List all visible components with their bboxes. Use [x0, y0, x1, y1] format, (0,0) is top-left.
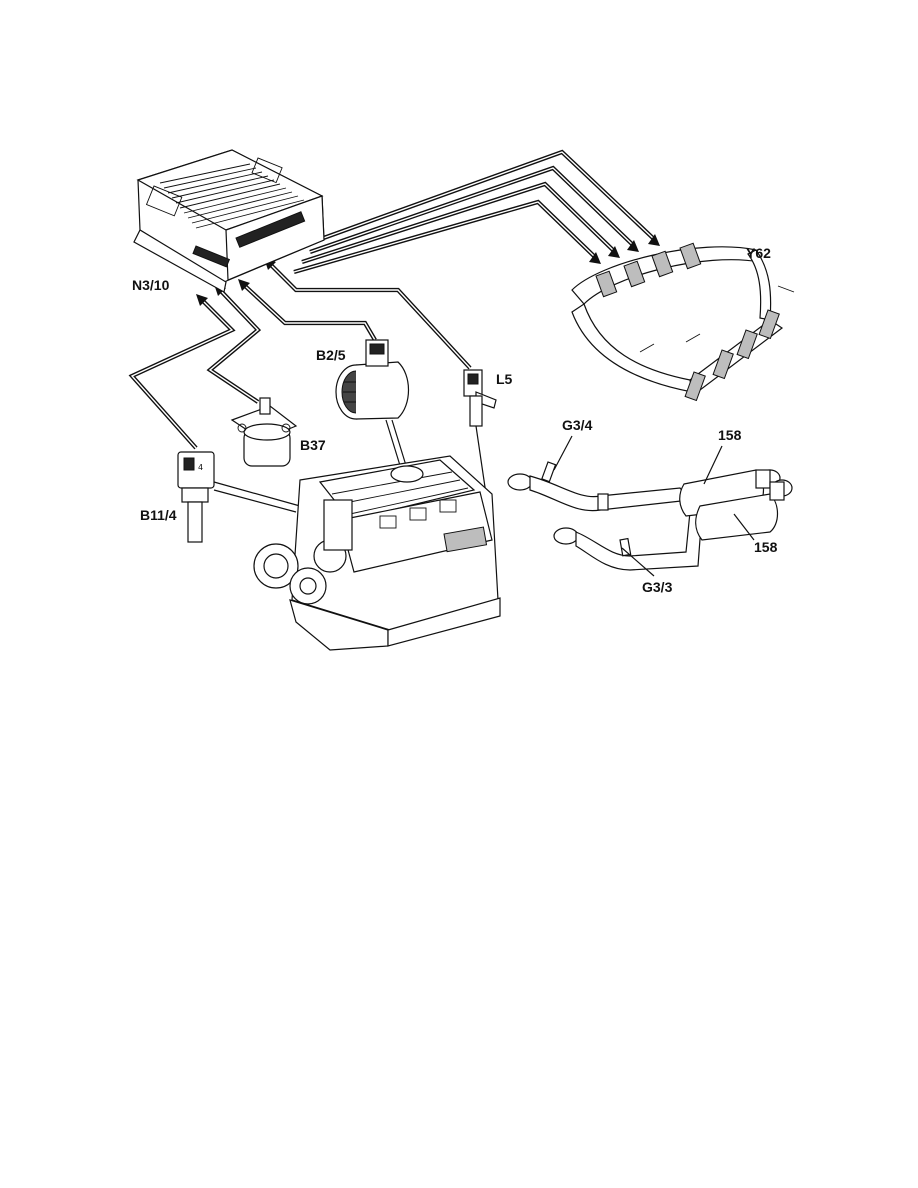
- component-labels: N3/10 Y62 B2/5 L5 B37 B11/4 G3/4 G3/3 15…: [132, 245, 778, 595]
- injector-rails: [571, 242, 795, 402]
- injectors-lower: [684, 309, 780, 402]
- label-n3-10: N3/10: [132, 277, 170, 293]
- label-g3-4: G3/4: [562, 417, 593, 433]
- pedal-sensor: [230, 397, 298, 467]
- label-b2-5: B2/5: [316, 347, 346, 363]
- injectors-upper: [595, 242, 702, 298]
- ecu-module: [133, 149, 325, 293]
- wire-b114-to-ecu: [128, 294, 236, 450]
- label-158-lower: 158: [754, 539, 778, 555]
- signal-wires: [128, 149, 660, 450]
- camshaft-sensor: [463, 369, 497, 427]
- label-b37: B37: [300, 437, 326, 453]
- air-mass-sensor: [335, 339, 409, 420]
- wire-ecu-to-injectors: [293, 149, 660, 275]
- label-l5: L5: [496, 371, 513, 387]
- label-158-upper: 158: [718, 427, 742, 443]
- coolant-temp-sensor: 4: [177, 451, 215, 543]
- wire-b37-to-ecu: [206, 284, 262, 404]
- svg-text:4: 4: [198, 463, 203, 472]
- label-g3-3: G3/3: [642, 579, 673, 595]
- exhaust-system: [507, 435, 793, 577]
- engine-block: [213, 419, 501, 651]
- label-y62: Y62: [746, 245, 771, 261]
- wire-b25-to-ecu: [238, 279, 377, 342]
- label-b11-4: B11/4: [140, 507, 177, 523]
